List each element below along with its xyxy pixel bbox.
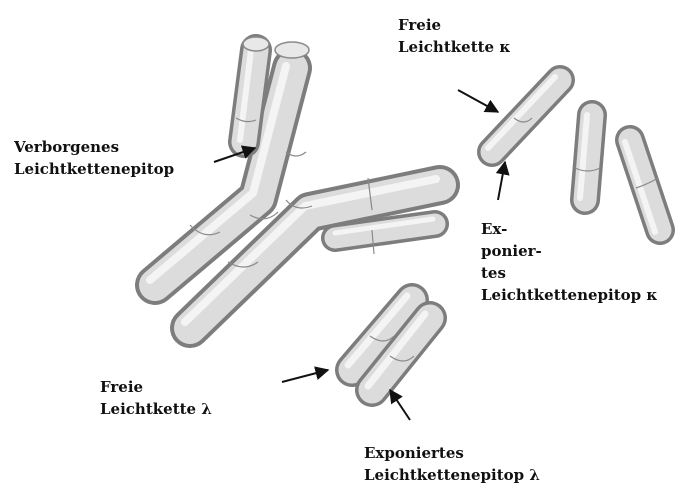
label-hidden-epitope-line2: Leichtkettenepitop — [14, 158, 174, 180]
label-exposed-kappa: Ex- ponier- tes Leichtkettenepitop κ — [481, 218, 658, 306]
free-kappa-chain-2 — [575, 115, 600, 200]
arrow-free-kappa — [458, 90, 498, 112]
label-exposed-lambda: Exponiertes Leichtkettenepitop λ — [364, 442, 540, 486]
free-kappa-chain-1 — [488, 77, 560, 152]
label-exposed-kappa-line1: Ex- — [481, 218, 658, 240]
label-free-kappa: Freie Leichtkette κ — [398, 14, 511, 58]
antibody-light-chain-right — [335, 219, 435, 238]
arrow-free-lambda — [282, 370, 328, 382]
label-free-lambda: Freie Leichtkette λ — [100, 376, 212, 420]
label-exposed-kappa-line2: ponier- — [481, 240, 658, 262]
label-free-kappa-line2: Leichtkette κ — [398, 36, 511, 58]
label-exposed-kappa-line4: Leichtkettenepitop κ — [481, 284, 658, 306]
label-free-kappa-line1: Freie — [398, 14, 511, 36]
label-exposed-lambda-line2: Leichtkettenepitop λ — [364, 464, 540, 486]
free-lambda-dimer — [348, 296, 430, 390]
label-free-lambda-line1: Freie — [100, 376, 212, 398]
arrow-exposed-kappa — [498, 162, 505, 200]
label-exposed-kappa-line3: tes — [481, 262, 658, 284]
arrow-exposed-lambda — [390, 390, 410, 420]
label-exposed-lambda-line1: Exponiertes — [364, 442, 540, 464]
label-hidden-epitope-line1: Verborgenes — [14, 136, 174, 158]
label-hidden-epitope: Verborgenes Leichtkettenepitop — [14, 136, 174, 180]
label-free-lambda-line2: Leichtkette λ — [100, 398, 212, 420]
